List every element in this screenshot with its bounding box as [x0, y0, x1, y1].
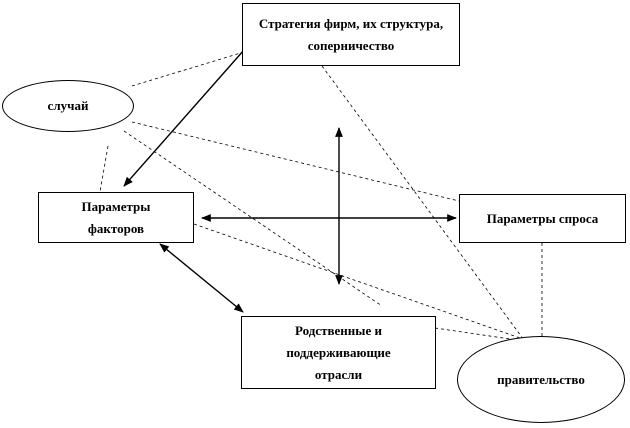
node-chance-label: случай — [47, 98, 89, 113]
node-related-label: Родственные и поддерживающие отрасли — [286, 322, 391, 382]
node-factors-label: Параметры факторов — [81, 198, 151, 236]
node-strategy: Стратегия фирм, их структура, соперничес… — [242, 3, 460, 66]
link-strategy-government — [321, 65, 525, 341]
node-government-label: правительство — [497, 371, 585, 387]
arrow-strategy-to-factors — [123, 49, 245, 187]
node-strategy-label: Стратегия фирм, их структура, соперничес… — [258, 15, 444, 53]
node-chance: случай — [2, 80, 134, 132]
link-related-government — [434, 327, 518, 341]
node-related: Родственные и поддерживающие отрасли — [241, 316, 436, 389]
link-chance-demand — [131, 121, 460, 202]
node-demand-label: Параметры спроса — [486, 210, 599, 226]
node-factors: Параметры факторов — [38, 192, 194, 243]
link-chance-factors — [99, 145, 109, 193]
node-government: правительство — [457, 336, 625, 423]
link-chance-strategy — [131, 51, 245, 87]
node-demand: Параметры спроса — [459, 194, 626, 243]
arrow-factors-related — [159, 243, 244, 313]
